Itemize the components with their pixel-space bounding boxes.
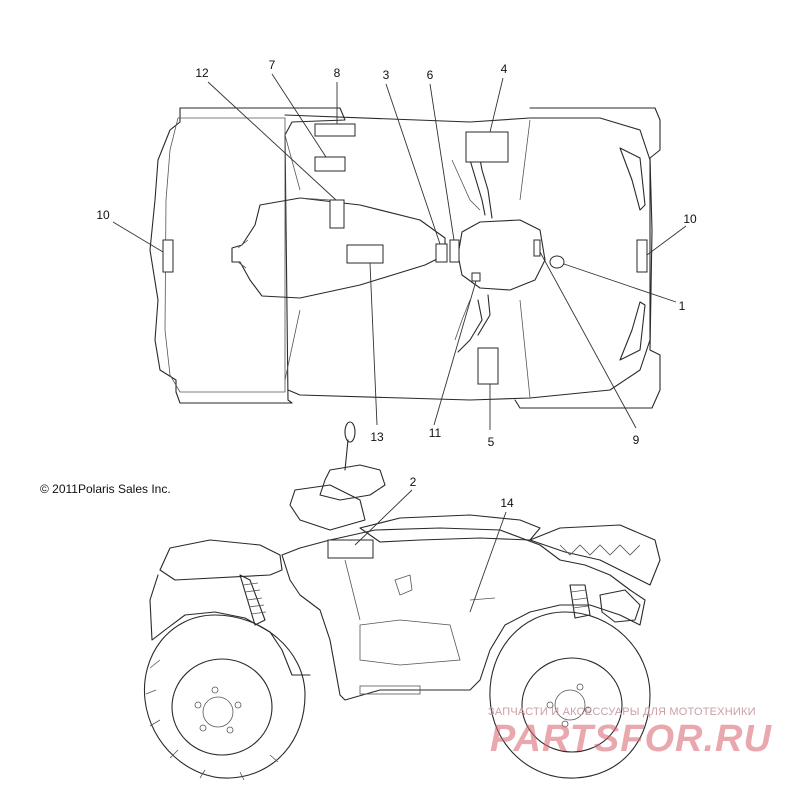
side-decal-2 xyxy=(327,539,374,559)
front-bumper xyxy=(599,589,641,623)
rear-fender-edge xyxy=(284,134,301,381)
body-side xyxy=(281,527,646,701)
front-rim xyxy=(521,657,623,753)
callout-10-left: 10 xyxy=(96,208,110,222)
front-shock xyxy=(569,584,591,619)
callout-12: 12 xyxy=(195,66,209,80)
decal-10-right xyxy=(636,239,648,273)
leader-2 xyxy=(354,489,413,546)
front-fender-edge xyxy=(519,119,531,399)
front-lug-3 xyxy=(561,720,569,728)
callout-9: 9 xyxy=(633,433,640,447)
front-hub xyxy=(554,689,586,721)
front-rack-teeth xyxy=(559,544,641,556)
decal-1 xyxy=(549,255,565,269)
leader-6 xyxy=(429,83,455,241)
handlebar-side xyxy=(319,464,386,501)
front-shock-spring xyxy=(570,589,589,609)
decal-5 xyxy=(477,347,499,385)
rear-hub xyxy=(202,696,234,728)
callout-10-right: 10 xyxy=(683,212,697,226)
rear-rack-outline xyxy=(149,107,346,404)
callout-2: 2 xyxy=(410,475,417,489)
decal-13 xyxy=(346,244,384,264)
front-lug-2 xyxy=(584,706,592,714)
watermark-tagline: ЗАПЧАСТИ И АКСЕССУАРЫ ДЛЯ МОТОТЕХНИКИ xyxy=(488,706,756,718)
rear-shock-spring xyxy=(242,582,267,615)
decal-4 xyxy=(465,131,509,163)
front-rack-outline xyxy=(514,107,661,409)
fuel-tank-pod xyxy=(457,219,546,291)
leader-3 xyxy=(385,83,441,245)
decal-8 xyxy=(314,123,356,137)
rear-fender-side xyxy=(149,574,311,676)
callout-5: 5 xyxy=(488,435,495,449)
top-view-atv xyxy=(112,73,687,430)
callout-4: 4 xyxy=(501,62,508,76)
leader-10-right xyxy=(646,225,687,256)
engine-area xyxy=(359,619,461,666)
leader-14 xyxy=(469,511,507,613)
rear-fender xyxy=(164,117,286,393)
callout-3: 3 xyxy=(383,68,390,82)
front-fender-vent-top xyxy=(619,147,646,211)
side-panel-lines xyxy=(344,559,496,621)
callout-8: 8 xyxy=(334,66,341,80)
decal-6 xyxy=(449,239,460,263)
rear-lug-4 xyxy=(199,724,207,732)
front-rack xyxy=(529,524,661,586)
decal-11 xyxy=(471,272,481,282)
handlebar-pod xyxy=(289,484,366,531)
seat-side xyxy=(359,514,541,543)
decal-7 xyxy=(314,156,346,172)
rear-tire xyxy=(143,614,306,779)
leader-12 xyxy=(207,81,337,201)
leader-9 xyxy=(539,251,637,429)
front-fender-vent-bottom xyxy=(619,301,646,361)
callout-13: 13 xyxy=(370,430,384,444)
side-view-atv xyxy=(143,421,661,781)
foot-well-left xyxy=(451,159,481,341)
callout-6: 6 xyxy=(427,68,434,82)
decal-10-left xyxy=(162,239,174,273)
rear-lug-1 xyxy=(211,686,219,694)
rear-lug-2 xyxy=(234,701,242,709)
rear-rack xyxy=(159,539,283,581)
leader-1 xyxy=(563,263,677,303)
handlebar-lower xyxy=(457,294,491,353)
callout-14: 14 xyxy=(500,496,514,510)
mirror xyxy=(344,421,356,443)
decal-9 xyxy=(533,239,541,257)
callout-7: 7 xyxy=(269,58,276,72)
front-tire xyxy=(489,611,651,779)
seat-ridge xyxy=(237,197,331,269)
mirror-stem xyxy=(344,439,349,471)
copyright-notice: © 2011Polaris Sales Inc. xyxy=(40,482,171,496)
rear-shock xyxy=(239,574,266,626)
decal-12 xyxy=(329,199,345,229)
front-lug-4 xyxy=(546,701,554,709)
watermark-logo: PARTSFOR.RU xyxy=(490,718,772,760)
leader-10-left xyxy=(112,221,164,253)
leader-11 xyxy=(433,280,477,426)
footrest xyxy=(359,685,421,695)
rear-tire-tread xyxy=(145,659,279,781)
front-lug-1 xyxy=(576,683,584,691)
leader-4 xyxy=(489,77,504,133)
rear-lug-5 xyxy=(194,701,202,709)
callout-1: 1 xyxy=(679,299,686,313)
leader-7 xyxy=(271,73,327,158)
decal-3 xyxy=(435,243,448,263)
callout-11: 11 xyxy=(429,426,442,440)
rear-rim xyxy=(171,658,273,756)
rear-lug-3 xyxy=(226,726,234,734)
leader-13 xyxy=(369,262,378,426)
